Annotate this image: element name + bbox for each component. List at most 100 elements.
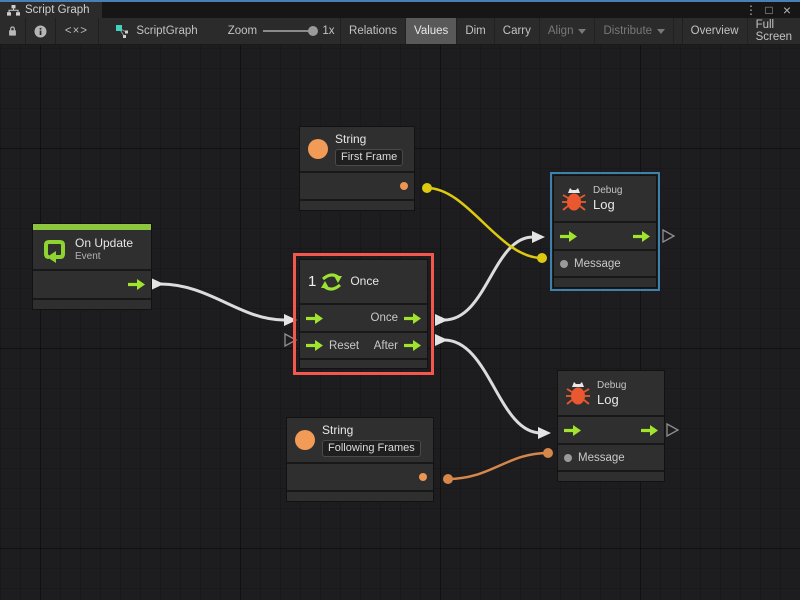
zoom-slider[interactable] [263, 26, 319, 36]
node-debug-log-bottom[interactable]: Debug Log Message [558, 371, 664, 481]
info-icon [34, 25, 47, 37]
bug-icon [566, 382, 590, 405]
zoom-slider-handle[interactable] [308, 26, 319, 36]
toggle-values[interactable]: Values [406, 18, 458, 44]
node-on-update[interactable]: On Update Event [33, 224, 151, 309]
wire-string2-to-message[interactable] [447, 451, 549, 481]
graph-canvas[interactable]: String First Frame [0, 45, 800, 600]
flow-input-port[interactable] [560, 230, 577, 242]
port-once-reset-unconnected[interactable] [284, 332, 298, 348]
hierarchy-icon [7, 4, 20, 16]
flow-output-port-after[interactable] [404, 340, 421, 351]
node-footer [33, 300, 151, 309]
string-literal-icon [295, 430, 315, 450]
dropdown-distribute[interactable]: Distribute [595, 18, 675, 44]
port-debugbottom-exit-unconnected[interactable] [666, 422, 680, 438]
node-string-following-frames[interactable]: String Following Frames [287, 418, 433, 501]
toggle-fullscreen[interactable]: Full Screen [755, 19, 792, 43]
script-graph-icon [116, 24, 129, 38]
port-debugtop-exit-unconnected[interactable] [662, 228, 676, 244]
node-once[interactable]: 1 Once Once [300, 260, 427, 368]
wire-start-arrowhead[interactable] [151, 278, 164, 290]
node-string-first-frame[interactable]: String First Frame [300, 127, 414, 210]
close-icon[interactable]: × [782, 2, 792, 18]
node-category: Debug [593, 185, 623, 196]
graph-toolbar: <×> ScriptGraph Zoom 1x Relations Values… [0, 18, 800, 45]
window-focus-line [0, 0, 800, 2]
wire-string1-to-message[interactable] [426, 186, 543, 260]
graph-breadcrumb[interactable]: ScriptGraph [108, 18, 205, 44]
flow-output-port-once[interactable] [404, 312, 421, 324]
info-button[interactable] [26, 18, 55, 44]
wire-once-to-debugtop[interactable] [442, 235, 535, 322]
message-input-port[interactable] [564, 453, 572, 462]
toggle-dim[interactable]: Dim [457, 18, 495, 44]
zoom-value: 1x [322, 25, 335, 37]
node-subtitle: Event [75, 251, 101, 262]
tab-title: Script Graph [25, 4, 90, 16]
maximize-icon[interactable]: □ [765, 3, 773, 17]
flow-output-port[interactable] [633, 230, 650, 242]
node-category: Debug [597, 379, 627, 391]
node-footer [287, 492, 433, 501]
wire-start-arrowhead [435, 334, 448, 346]
flow-input-port[interactable] [564, 424, 581, 436]
node-title: String [335, 132, 367, 146]
cycle-arrows-icon [321, 272, 343, 291]
selection-outline-red: 1 Once Once [293, 253, 434, 375]
wire-end-arrowhead [538, 427, 551, 439]
port-label: Message [578, 451, 625, 464]
code-brackets-icon: <×> [64, 25, 89, 37]
flow-output-port[interactable] [128, 279, 145, 290]
dropdown-align[interactable]: Align [540, 18, 596, 44]
port-label: Reset [329, 339, 360, 352]
flow-input-port[interactable] [306, 312, 323, 324]
flow-input-port-reset[interactable] [306, 340, 323, 351]
lock-button[interactable] [0, 18, 25, 44]
wire-onupdate-to-once[interactable] [158, 282, 286, 322]
toolbar-separator [340, 18, 342, 44]
toolbar-separator [25, 18, 26, 44]
wire-endpoint-dot [422, 183, 432, 193]
window-menu-icon[interactable]: ⋮ [745, 3, 757, 17]
value-output-port[interactable] [419, 473, 427, 481]
tab-script-graph[interactable]: Script Graph [0, 2, 102, 18]
wire-start-arrowhead [435, 314, 448, 326]
node-title: String [322, 423, 354, 437]
string-literal-icon [308, 139, 328, 159]
wire-endpoint-dot [537, 253, 547, 263]
node-footer [558, 472, 664, 481]
node-debug-log-top[interactable]: Debug Log Message [554, 176, 656, 287]
string-value-input[interactable]: First Frame [335, 149, 404, 166]
wire-endpoint-dot [543, 448, 553, 458]
port-label: Once [370, 312, 399, 324]
wire-layer [151, 183, 680, 484]
node-title: Log [593, 197, 615, 212]
toolbar-separator [682, 18, 683, 44]
message-input-port[interactable] [560, 259, 568, 268]
node-title: Once [350, 274, 380, 288]
bug-icon [562, 187, 586, 211]
port-label: Message [574, 257, 621, 270]
toolbar-separator [97, 18, 99, 44]
wire-once-to-debugbottom[interactable] [442, 338, 543, 435]
selection-outline-blue: Debug Log Message [550, 172, 660, 291]
port-label: After [373, 339, 398, 352]
graph-name: ScriptGraph [136, 25, 198, 37]
tab-strip: Script Graph ⋮ □ × [0, 2, 800, 18]
value-output-port[interactable] [400, 182, 408, 190]
toggle-overview[interactable]: Overview [683, 18, 748, 44]
edit-graph-button[interactable]: <×> [55, 18, 98, 44]
toggle-carry[interactable]: Carry [495, 18, 540, 44]
node-title: On Update [75, 236, 134, 250]
once-counter-badge: 1 [308, 273, 317, 290]
toolbar-separator [54, 18, 56, 44]
node-footer [300, 360, 427, 368]
toggle-relations[interactable]: Relations [341, 18, 406, 44]
wire-endpoint-dot [443, 474, 453, 484]
lock-icon [9, 26, 16, 36]
zoom-label: Zoom [227, 25, 258, 37]
string-value-input[interactable]: Following Frames [322, 440, 421, 457]
flow-output-port[interactable] [641, 424, 658, 436]
